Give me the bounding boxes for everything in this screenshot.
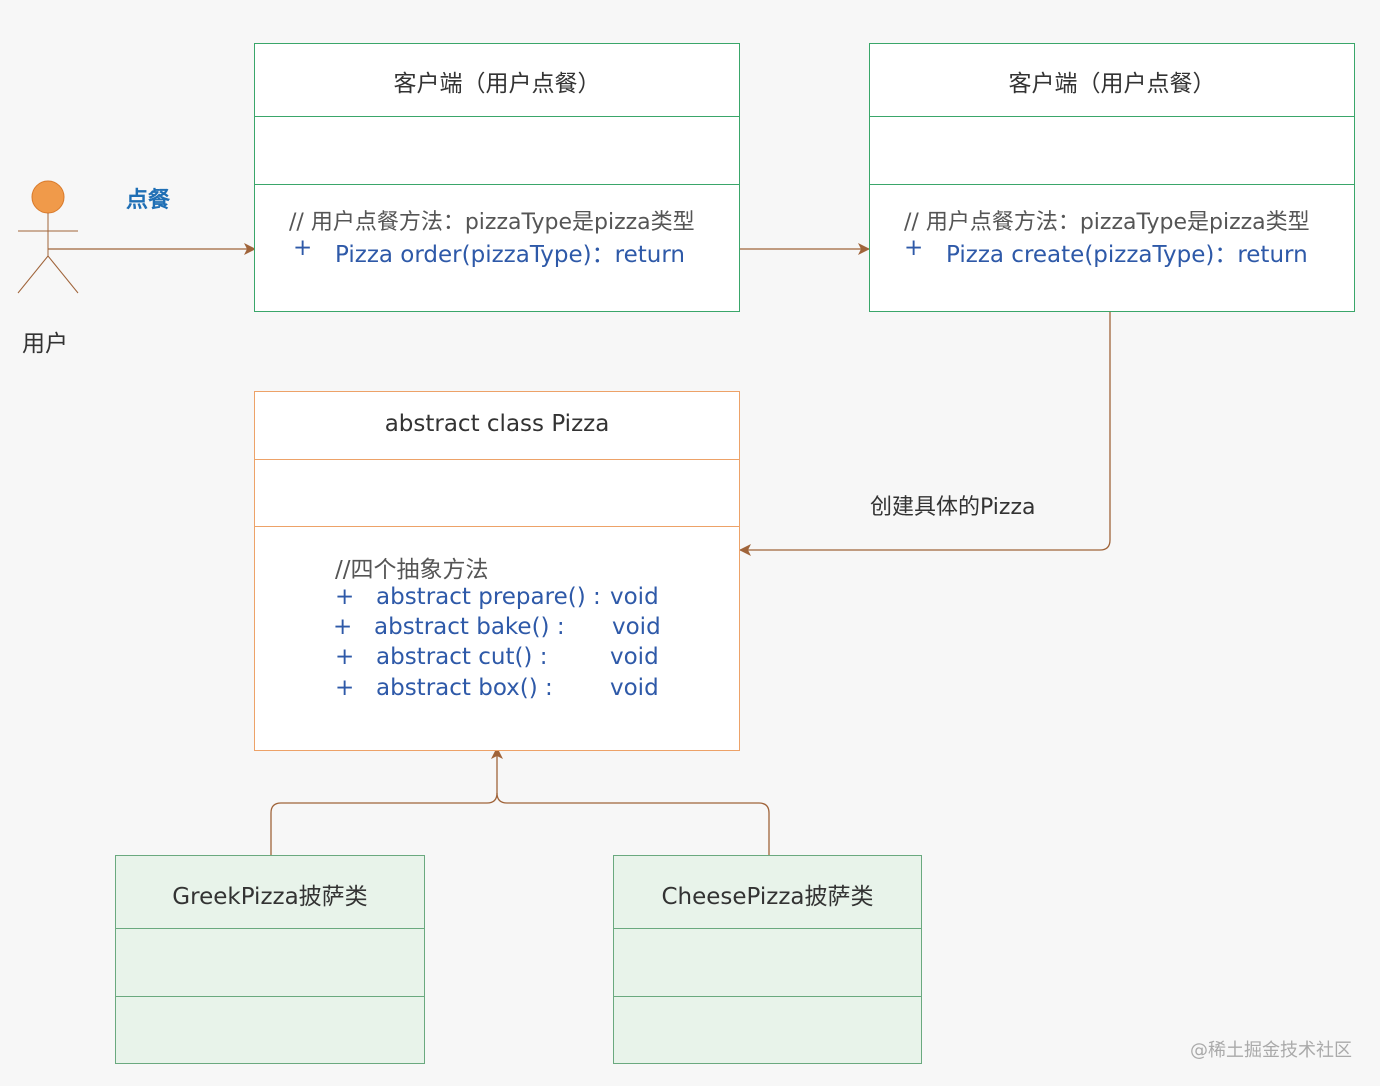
public-marker: + <box>293 235 313 261</box>
class-title: 客户端（用户点餐） <box>393 71 601 97</box>
attributes-compartment <box>255 460 739 527</box>
box-return-type: void <box>610 675 659 701</box>
public-marker: + <box>335 644 355 670</box>
attributes-compartment <box>116 929 424 997</box>
class-title-compartment: abstract class Pizza <box>255 392 739 460</box>
actor-label: 用户 <box>22 331 68 357</box>
create-method: Pizza create(pizzaType)：return <box>946 242 1308 268</box>
cheese-pizza-class[interactable]: CheesePizza披萨类 <box>613 855 922 1064</box>
greek-inherit-line <box>270 747 503 856</box>
method-comment: // 用户点餐方法：pizzaType是pizza类型 <box>289 210 695 235</box>
methods-comment: //四个抽象方法 <box>335 557 489 583</box>
greek-pizza-class[interactable]: GreekPizza披萨类 <box>115 855 425 1064</box>
create-pizza-arrow <box>739 312 1111 556</box>
attributes-compartment <box>614 929 921 997</box>
class-title-compartment: 客户端（用户点餐） <box>870 44 1354 117</box>
method-comment: // 用户点餐方法：pizzaType是pizza类型 <box>904 210 1310 235</box>
public-marker: + <box>904 235 924 261</box>
attributes-compartment <box>255 117 739 185</box>
prepare-method: abstract prepare() : <box>376 584 601 610</box>
class-title: CheesePizza披萨类 <box>661 884 874 910</box>
class-title-compartment: 客户端（用户点餐） <box>255 44 739 117</box>
bake-method: abstract bake() : <box>374 614 565 640</box>
cut-method: abstract cut() : <box>376 644 548 670</box>
class-title: GreekPizza披萨类 <box>172 884 368 910</box>
box-method: abstract box() : <box>376 675 553 701</box>
class-title: 客户端（用户点餐） <box>1008 71 1216 97</box>
public-marker: + <box>335 675 355 701</box>
client-class-order[interactable]: 客户端（用户点餐） // 用户点餐方法：pizzaType是pizza类型 + … <box>254 43 740 312</box>
order-method: Pizza order(pizzaType)：return <box>335 242 685 268</box>
client-class-create[interactable]: 客户端（用户点餐） // 用户点餐方法：pizzaType是pizza类型 + … <box>869 43 1355 312</box>
abstract-pizza-class[interactable]: abstract class Pizza //四个抽象方法 + abstract… <box>254 391 740 751</box>
class-title: abstract class Pizza <box>384 411 610 437</box>
bake-return-type: void <box>612 614 661 640</box>
attributes-compartment <box>870 117 1354 185</box>
class-title-compartment: CheesePizza披萨类 <box>614 856 921 929</box>
public-marker: + <box>335 584 355 610</box>
create-pizza-label: 创建具体的Pizza <box>870 495 1036 520</box>
cheese-inherit-line <box>496 792 770 856</box>
watermark: @稀土掘金技术社区 <box>1190 1040 1352 1061</box>
public-marker: + <box>333 614 353 640</box>
cut-return-type: void <box>610 644 659 670</box>
prepare-return-type: void <box>610 584 659 610</box>
order-label: 点餐 <box>126 188 171 213</box>
class-title-compartment: GreekPizza披萨类 <box>116 856 424 929</box>
